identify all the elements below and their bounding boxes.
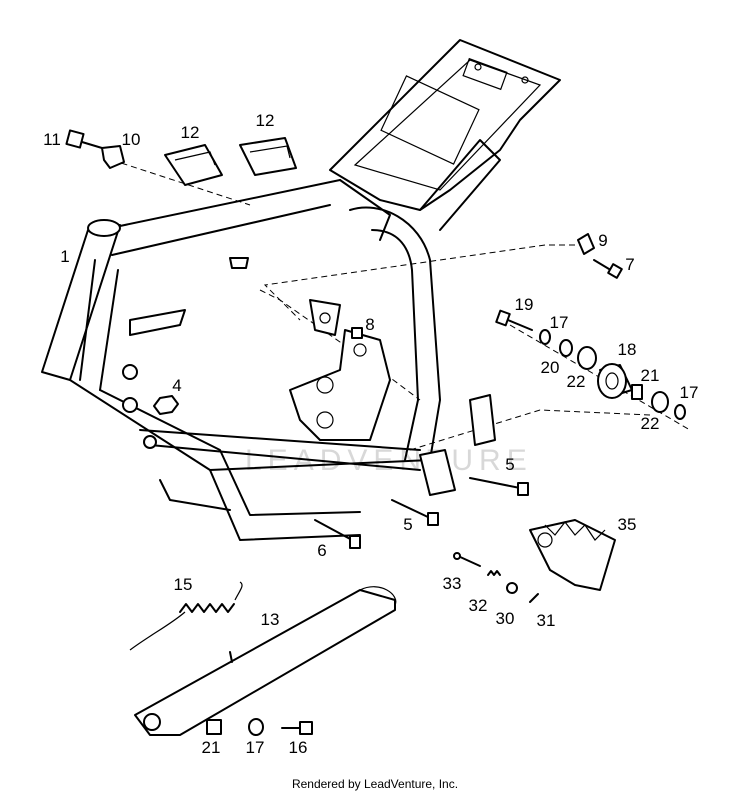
callout-22-b: 22: [641, 414, 660, 433]
callout-15: 15: [174, 575, 193, 594]
callout-8: 8: [365, 315, 374, 334]
spacer-22b: [651, 391, 669, 413]
bolt-6: [314, 519, 361, 549]
callout-12-a: 12: [181, 123, 200, 142]
spacer-22a: [577, 346, 597, 370]
callout-7: 7: [625, 255, 634, 274]
callout-17-c: 17: [246, 738, 265, 757]
kickstand-13: [134, 586, 397, 736]
bolt-19: [495, 309, 533, 331]
nut-4: [153, 395, 179, 415]
footpeg-35: [529, 519, 616, 591]
callout-5-b: 5: [403, 515, 412, 534]
bolt-16: [281, 721, 313, 735]
callout-21-a: 21: [641, 366, 660, 385]
spring-15: [129, 581, 243, 651]
clip-9: [577, 233, 595, 255]
callout-12-b: 12: [256, 111, 275, 130]
callout-17-b: 17: [680, 383, 699, 402]
callout-4: 4: [172, 376, 181, 395]
cotter-31: [529, 593, 539, 603]
bushing-21b: [206, 719, 222, 735]
callout-30: 30: [496, 609, 515, 628]
cover-12b: [239, 137, 297, 176]
callout-labels: 1 4 5 5 6 7 8 9 10 11 12 12 13 15 16 17 …: [43, 111, 698, 757]
callout-35: 35: [618, 515, 637, 534]
bolt-11: [65, 129, 103, 149]
callout-5-a: 5: [505, 455, 514, 474]
callout-6: 6: [317, 541, 326, 560]
callout-31: 31: [537, 611, 556, 630]
callout-11: 11: [43, 130, 61, 149]
washer-17a: [539, 329, 551, 345]
callout-20: 20: [541, 358, 560, 377]
callout-13: 13: [261, 610, 280, 629]
callout-10: 10: [122, 130, 141, 149]
washer-20: [559, 339, 573, 357]
callout-33: 33: [443, 574, 462, 593]
rear-subframe: [329, 39, 561, 231]
watermark-text: LEADVENTURE: [245, 444, 533, 477]
washer-30: [506, 582, 518, 594]
footer-credit: Rendered by LeadVenture, Inc.: [291, 777, 459, 791]
nut-8: [351, 327, 363, 339]
main-frame: [41, 179, 496, 541]
washer-17b: [674, 404, 686, 420]
callout-21-b: 21: [202, 738, 221, 757]
callout-18: 18: [618, 340, 637, 359]
pin-33: [453, 552, 481, 567]
bracket-10: [101, 145, 125, 169]
callout-22-a: 22: [567, 372, 586, 391]
callout-9: 9: [598, 231, 607, 250]
callout-1: 1: [60, 247, 69, 266]
callout-16: 16: [289, 738, 308, 757]
bolt-7: [593, 259, 623, 279]
bolt-5a: [469, 477, 529, 496]
callout-19: 19: [515, 295, 534, 314]
spring-32: [487, 570, 501, 576]
callout-32: 32: [469, 596, 488, 615]
washer-17c: [248, 718, 264, 736]
bolt-5b: [391, 499, 439, 526]
cover-12a: [164, 144, 223, 186]
spacer-21a: [631, 384, 643, 400]
callout-17-a: 17: [550, 313, 569, 332]
